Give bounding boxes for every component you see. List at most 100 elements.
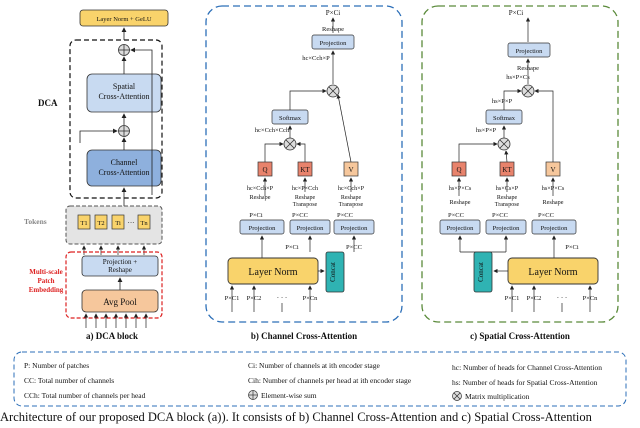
channel-k-label: KT <box>300 166 310 174</box>
channel-projection-q-box <box>239 219 285 235</box>
channel-reshape-top: Reshape <box>322 26 344 33</box>
spatial-projection-v-box <box>531 219 577 235</box>
channel-out-dim: P×Ci <box>326 9 341 17</box>
spatial-panel: P×Ci Projection Reshape hs×P×Cs hs×P×P S… <box>421 5 619 341</box>
legend-cc: CC: Total number of channels <box>24 376 114 385</box>
channel-projection-q-label: Projection <box>249 225 276 232</box>
layer-norm-gelu-box <box>79 9 169 27</box>
tokens-dots: ··· <box>128 219 135 227</box>
spatial-v-label: V <box>550 166 555 174</box>
spatial-input-n: P×Cn <box>583 295 599 302</box>
spatial-hs-pp: hs×P×P <box>492 98 513 105</box>
token-label: T1 <box>80 220 87 227</box>
tokens-label: Tokens <box>24 217 47 226</box>
channel-pcc: P×CC <box>292 212 308 219</box>
spatial-pcc-v: P×CC <box>538 212 554 219</box>
avg-pool-label: Avg Pool <box>103 297 137 307</box>
legend-mult: Matrix multiplication <box>465 392 530 401</box>
spatial-concat-box <box>473 251 493 293</box>
spatial-reshape-q: Reshape <box>450 199 471 206</box>
channel-hc-cch: hc×Cch×Cch <box>255 127 290 134</box>
spatial-q-label: Q <box>456 166 461 174</box>
dca-dashed-frame <box>69 39 163 199</box>
avg-pool-box <box>81 289 159 313</box>
spatial-dashed-frame <box>421 5 619 323</box>
spatial-softmax-label: Softmax <box>493 115 516 122</box>
projection-reshape-box <box>81 255 159 277</box>
token-label: T2 <box>97 220 104 227</box>
patch-embedding-frame <box>65 251 163 319</box>
projection-reshape-label: Projection +Reshape <box>103 258 138 274</box>
spatial-layer-norm-label: Layer Norm <box>528 267 577 278</box>
spatial-projection-top-label: Projection <box>516 48 543 55</box>
channel-projection-v-label: Projection <box>341 225 368 232</box>
channel-input-dots: · · · <box>277 294 288 302</box>
spatial-projection-v-label: Projection <box>541 225 568 232</box>
token-label: Ti <box>115 220 121 227</box>
channel-pcc-v: P×CC <box>337 212 353 219</box>
spatial-pcc-q: P×CC <box>448 212 464 219</box>
dca-label: DCA <box>38 98 58 108</box>
dca-sublabel: a) DCA block <box>86 331 138 341</box>
figure-caption: Architecture of our proposed DCA block (… <box>0 410 592 424</box>
channel-v-label: V <box>348 166 353 174</box>
spatial-concat-label: Concat <box>477 262 485 282</box>
legend-hs: hs: Number of heads for Spatial Cross-At… <box>452 378 598 387</box>
channel-hc-dim: hc×Cch×P <box>302 55 330 62</box>
channel-projection-k-label: Projection <box>297 225 324 232</box>
legend: P: Number of patches CC: Total number of… <box>13 351 627 407</box>
channel-reshape-q: Reshape <box>250 194 271 201</box>
token-label: Tn <box>140 220 148 227</box>
channel-concat-label: Concat <box>329 262 337 282</box>
spatial-sublabel: c) Spatial Cross-Attention <box>470 331 570 341</box>
channel-sublabel: b) Channel Cross-Attention <box>251 331 357 341</box>
channel-dim-k: hc×P×Cch <box>292 185 319 192</box>
dca-input-arrows <box>83 313 149 328</box>
channel-layer-norm-label: Layer Norm <box>248 267 297 278</box>
legend-hc: hc: Number of heads for Channel Cross-At… <box>452 363 602 372</box>
spatial-projection-top-box <box>507 42 551 58</box>
spatial-projection-k-label: Projection <box>493 225 520 232</box>
channel-concat-box <box>325 251 345 293</box>
spatial-reshape-v: Reshape <box>543 199 564 206</box>
channel-input-n: P×Cn <box>303 295 319 302</box>
token-box <box>137 214 151 230</box>
channel-panel: P×Ci Reshape Projection hc×Cch×P Softmax… <box>205 5 403 341</box>
spatial-projection-q-label: Projection <box>447 225 474 232</box>
spatial-hs-pp-2: hs×P×P <box>476 127 497 134</box>
spatial-projection-q-box <box>439 219 481 235</box>
spatial-k-label: KT <box>502 166 512 174</box>
legend-ci: Ci: Number of channels at ith encoder st… <box>248 361 381 370</box>
channel-dim-q: hc×Cch×P <box>247 185 274 192</box>
spatial-input-dots: · · · <box>557 294 568 302</box>
channel-pci: P×Ci <box>249 212 263 219</box>
channel-projection-k-box <box>289 219 331 235</box>
channel-projection-top-label: Projection <box>320 40 347 47</box>
legend-cih: Cih: Number of channels per head at ith … <box>248 376 412 385</box>
spatial-dim-q: hs×P×Cs <box>449 185 472 192</box>
channel-q-label: Q <box>262 166 267 174</box>
legend-sum: Element-wise sum <box>261 391 317 400</box>
spatial-hs-dim: hs×P×Cs <box>506 74 530 81</box>
spatial-projection-k-box <box>485 219 527 235</box>
legend-cch: CCh: Total number of channels per head <box>24 391 146 400</box>
spatial-pcc-k: P×CC <box>492 212 508 219</box>
spatial-out-dim: P×Ci <box>509 9 524 17</box>
legend-p: P: Number of patches <box>24 361 89 370</box>
token-box <box>94 214 108 230</box>
token-box <box>111 214 125 230</box>
spatial-pci: P×Ci <box>565 244 579 251</box>
channel-dashed-frame <box>205 5 403 323</box>
channel-projection-v-box <box>333 219 375 235</box>
channel-pci-2: P×Ci <box>285 244 299 251</box>
channel-softmax-label: Softmax <box>279 115 302 122</box>
layer-norm-gelu-label: Layer Norm + GeLU <box>96 16 151 23</box>
